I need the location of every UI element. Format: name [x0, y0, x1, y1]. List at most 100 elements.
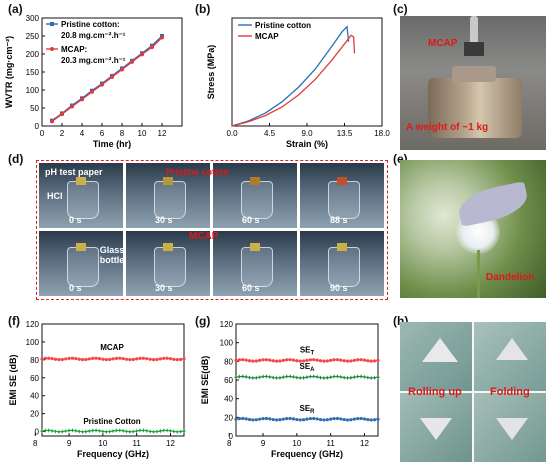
data-point: [97, 428, 102, 433]
x-tick-label: 8: [227, 439, 232, 448]
data-point: [308, 374, 313, 379]
data-point: [358, 374, 364, 379]
data-point: [135, 357, 139, 361]
data-point: [127, 429, 133, 434]
data-point: [179, 357, 183, 362]
data-point: [87, 357, 91, 361]
x-axis-label: Frequency (GHz): [271, 449, 343, 459]
data-point: [151, 358, 156, 362]
data-point: [345, 418, 350, 422]
data-point: [261, 417, 265, 421]
data-point: [329, 358, 333, 362]
data-point: [161, 428, 166, 433]
y-tick-label: 0: [35, 122, 40, 131]
data-point: [56, 429, 62, 434]
data-point: [274, 359, 279, 363]
data-point: [339, 417, 343, 421]
data-point: [43, 356, 47, 360]
data-point: [258, 358, 262, 362]
mcap-strip: [464, 42, 484, 56]
x-tick-label: 12: [158, 129, 167, 138]
data-point: [50, 119, 54, 124]
data-point: [278, 359, 282, 363]
data-point: [332, 358, 336, 362]
y-tick-label: 200: [26, 50, 40, 59]
data-point: [335, 358, 340, 362]
weight-top: [452, 66, 496, 82]
data-point: [154, 429, 160, 434]
data-point: [355, 374, 360, 379]
data-point: [80, 97, 84, 102]
y-tick-label: 80: [30, 356, 39, 365]
y-tick-label: 80: [224, 357, 233, 366]
label-glass-bottle: Glass bottle: [99, 245, 125, 265]
data-point: [97, 357, 102, 361]
photo-acid-test: pH test paper HCl Pristine cotton 0 s 30…: [36, 160, 388, 300]
data-point: [73, 428, 79, 433]
x-tick-label: 6: [100, 129, 105, 138]
data-point: [64, 357, 68, 361]
data-point: [241, 416, 245, 421]
x-tick-label: 11: [133, 439, 142, 448]
x-tick-label: 4.5: [264, 129, 276, 138]
data-point: [171, 429, 177, 434]
data-point: [325, 375, 330, 380]
data-point: [281, 374, 286, 380]
data-point: [244, 417, 248, 421]
legend-marker: [50, 22, 54, 26]
data-point: [264, 358, 269, 362]
data-point: [131, 357, 135, 362]
data-point: [83, 429, 89, 434]
data-point: [181, 428, 187, 434]
data-point: [110, 75, 114, 80]
data-point: [124, 357, 129, 361]
x-tick-label: 9: [261, 439, 266, 448]
data-point: [50, 357, 54, 361]
data-point: [147, 429, 153, 434]
data-point: [182, 357, 186, 361]
y-axis-label: Stress (MPa): [206, 45, 216, 100]
time-top-0: 0 s: [69, 215, 82, 225]
data-point: [356, 416, 360, 421]
x-tick-label: 8: [120, 129, 125, 138]
data-point: [278, 418, 282, 422]
legend-label: MCAP:: [61, 45, 87, 54]
data-point: [349, 418, 353, 422]
data-point: [91, 356, 95, 360]
data-point: [100, 82, 104, 87]
data-point: [284, 374, 289, 379]
y-tick-label: 60: [224, 376, 233, 385]
data-point: [63, 428, 68, 434]
annotation-se: SET: [300, 345, 315, 356]
x-tick-label: 0: [40, 129, 45, 138]
data-point: [80, 358, 85, 362]
data-point: [277, 375, 283, 380]
data-point: [237, 417, 241, 421]
data-point: [233, 375, 239, 380]
row-pristine: pH test paper HCl Pristine cotton 0 s 30…: [39, 163, 386, 228]
data-point: [243, 374, 249, 380]
data-point: [287, 374, 293, 379]
data-point: [60, 357, 64, 362]
data-point: [172, 357, 176, 361]
data-point: [234, 358, 238, 362]
data-point: [254, 359, 258, 363]
x-tick-label: 4: [80, 129, 85, 138]
data-point: [267, 374, 273, 380]
data-point: [260, 374, 266, 379]
data-point: [356, 358, 360, 362]
photo-weight-test: MCAP A weight of ~1 kg: [400, 16, 546, 150]
data-point: [114, 356, 118, 360]
legend-marker: [50, 47, 54, 51]
data-point: [160, 35, 164, 40]
data-point: [141, 428, 146, 433]
label-dandelion: Dandelion: [486, 272, 535, 283]
data-point: [150, 45, 154, 50]
data-point: [131, 429, 136, 434]
data-point: [318, 359, 323, 363]
data-point: [341, 375, 347, 380]
y-tick-label: 0: [229, 432, 234, 441]
y-tick-label: 100: [220, 339, 234, 348]
data-point: [251, 418, 255, 422]
